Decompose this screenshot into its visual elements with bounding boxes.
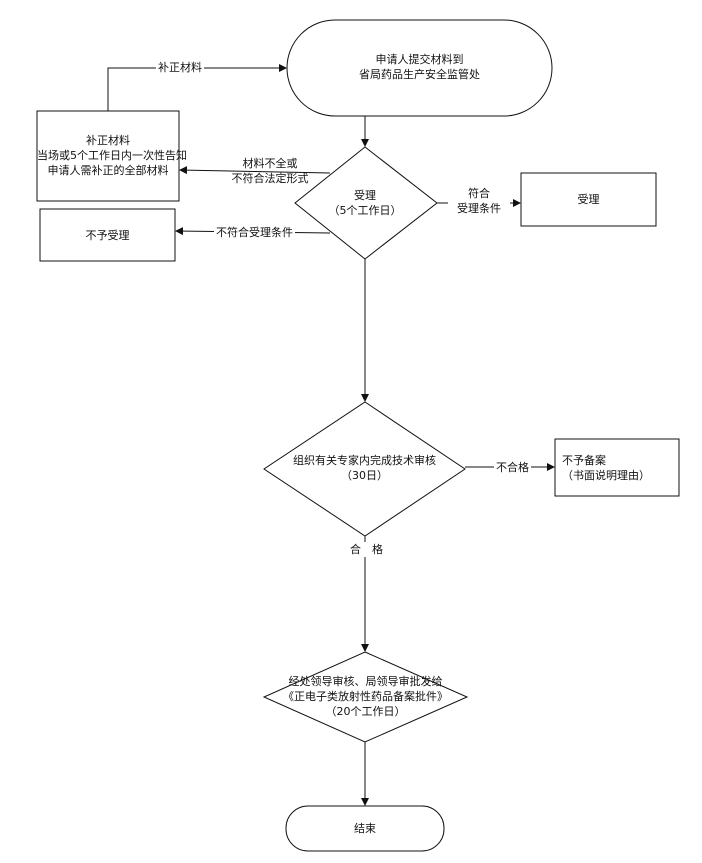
- edge-label-meets: 符合 受理条件: [448, 186, 510, 216]
- edge-label-incomplete-line1: 材料不全或: [242, 157, 298, 170]
- end-terminal: [285, 805, 445, 852]
- tech-review-text-line1: 组织有关专家内完成技术审核: [293, 454, 436, 467]
- supplement-text-line3: 申请人需补正的全部材料: [47, 164, 169, 177]
- edge-label-pass: 合 格: [348, 542, 385, 557]
- edge-label-incomplete: 材料不全或 不符合法定形式: [220, 156, 320, 186]
- edge-label-not-meets: 不符合受理条件: [214, 225, 295, 240]
- start-text-line1: 申请人提交材料到: [375, 53, 464, 66]
- edge-label-resubmit: 补正材料: [156, 60, 204, 75]
- start-text-line2: 省局药品生产安全监管处: [359, 68, 480, 81]
- not-filed-text-line2: （书面说明理由）: [562, 469, 650, 482]
- arrow-supplement-resubmit: [107, 64, 287, 111]
- supplement-box: [36, 110, 180, 202]
- edge-label-meets-line2: 受理条件: [457, 202, 501, 215]
- tech-review-text: 组织有关专家内完成技术审核 （30日）: [264, 453, 465, 483]
- accept-decision-text-line1: 受理: [354, 189, 376, 202]
- start-terminal: [286, 19, 553, 117]
- approval-text-line3: （20个工作日）: [325, 705, 406, 718]
- not-accepted-box: [39, 208, 176, 262]
- supplement-text-line2: 当场或5个工作日内一次性告知: [37, 149, 187, 162]
- tech-review-text-line2: （30日）: [341, 469, 388, 482]
- accept-decision-text: 受理 （5个工作日）: [300, 188, 430, 218]
- approval-text: 经处领导审核、局领导审批发给 《正电子类放射性药品备案批件》 （20个工作日）: [264, 674, 467, 719]
- start-text: 申请人提交材料到 省局药品生产安全监管处: [287, 52, 552, 82]
- not-accepted-text: 不予受理: [85, 229, 130, 242]
- approval-text-line2: 《正电子类放射性药品备案批件》: [283, 690, 448, 703]
- arrow-accept-to-supplement: [179, 166, 331, 175]
- accepted-text: 受理: [577, 193, 600, 206]
- approval-text-line1: 经处领导审核、局领导审批发给: [288, 675, 443, 688]
- edge-label-meets-line1: 符合: [468, 187, 490, 200]
- end-text: 结束: [354, 822, 376, 835]
- edge-label-incomplete-line2: 不符合法定形式: [231, 172, 309, 185]
- accepted-box: [520, 172, 657, 227]
- edge-label-fail: 不合格: [494, 460, 531, 475]
- supplement-text-line1: 补正材料: [86, 134, 130, 147]
- supplement-text: 补正材料 当场或5个工作日内一次性告知 申请人需补正的全部材料: [37, 133, 187, 178]
- accept-decision-text-line2: （5个工作日）: [328, 204, 402, 217]
- not-filed-text-line1: 不予备案: [562, 454, 606, 467]
- not-filed-box: [554, 438, 680, 497]
- not-filed-text: 不予备案 （书面说明理由）: [562, 453, 677, 483]
